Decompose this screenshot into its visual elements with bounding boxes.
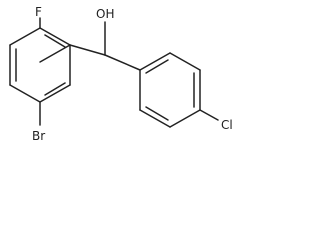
chlorine-label: Cl: [221, 118, 233, 132]
chlorine-bond: [199, 109, 219, 121]
ring-b-bond: [169, 52, 201, 71]
ring-a-bond: [39, 27, 71, 46]
ring-a-bond: [9, 27, 41, 46]
ring-b-bond: [169, 109, 201, 128]
fluorophenyl-ring: [9, 27, 71, 103]
ring-b-bond: [139, 52, 171, 71]
ring-a-double-bond: [44, 82, 66, 96]
ring-b-double-bond: [145, 106, 169, 121]
ring-a-bond: [39, 84, 71, 103]
ring-a-bond: [9, 84, 41, 103]
carbinol-to-ring-a-bond: [69, 44, 106, 56]
carbinol-to-ring-b-bond: [104, 54, 141, 71]
hydroxyl-label: OH: [96, 7, 114, 21]
chlorophenyl-ring: [139, 52, 201, 128]
ring-a-double-bond: [44, 34, 66, 48]
ring-b-bond: [139, 109, 171, 128]
chemical-structure-diagram: OH F Br Cl: [9, 5, 233, 143]
fluorine-label: F: [35, 5, 42, 19]
bromine-label: Br: [32, 129, 45, 143]
ring-a-bond: [39, 44, 71, 63]
ring-b-double-bond: [145, 59, 169, 74]
